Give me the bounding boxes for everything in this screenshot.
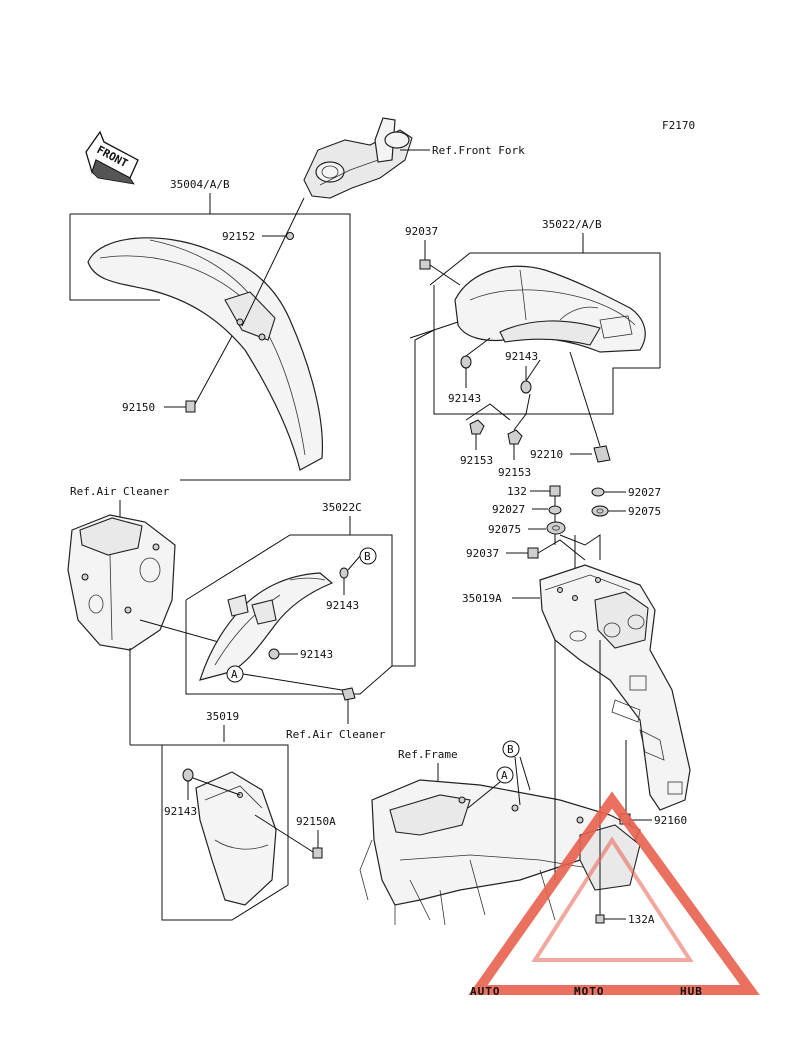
callout-B2: B <box>507 743 514 756</box>
callout-B2-icon <box>502 740 520 758</box>
rear-fender-bracket <box>539 564 691 811</box>
screw-92037b-icon <box>527 547 539 559</box>
bolt-132A-icon <box>595 900 605 924</box>
callout-A2: A <box>501 769 508 782</box>
grommet-92143b-icon <box>520 380 532 394</box>
part-92153a-label: 92153 <box>460 454 493 467</box>
ref-air-cleaner-2-label: Ref.Air Cleaner <box>286 728 386 741</box>
part-132A-label: 132A <box>628 913 655 926</box>
air-cleaner-box <box>67 514 176 651</box>
part-92037a-label: 92037 <box>405 225 438 238</box>
washer-92027a-icon <box>591 487 605 497</box>
front-fork-clamp <box>303 117 413 199</box>
grommet-92143c-icon <box>339 567 349 579</box>
bolt-92150A-icon <box>312 847 323 859</box>
callout-B1: B <box>364 550 371 563</box>
damper-92075a-icon <box>591 505 609 517</box>
clip-92210-icon <box>593 445 611 463</box>
part-92075a-label: 92075 <box>628 505 661 518</box>
bolt-92153a-icon <box>469 419 485 435</box>
ref-front-fork-label: Ref.Front Fork <box>432 144 525 157</box>
watermark-hub: HUB <box>680 985 703 998</box>
part-92143b-label: 92143 <box>505 350 538 363</box>
bolt-92150-icon <box>185 335 233 413</box>
watermark-logo-icon <box>468 791 760 995</box>
front-arrow-icon: FRONT <box>85 130 139 185</box>
part-92160-label: 92160 <box>654 814 687 827</box>
part-92143a-label: 92143 <box>448 392 481 405</box>
screw-92037a-icon <box>419 259 461 286</box>
rear-fender <box>454 265 646 353</box>
part-92143c-label: 92143 <box>326 599 359 612</box>
part-35004-label: 35004/A/B <box>170 178 230 191</box>
nut-92152-icon <box>286 232 294 240</box>
grommet-92143d-icon <box>268 648 280 660</box>
washer-92027b-icon <box>548 505 562 515</box>
part-35019A-label: 35019A <box>462 592 502 605</box>
part-132-label: 132 <box>507 485 527 498</box>
part-92152-label: 92152 <box>222 230 255 243</box>
part-92150-label: 92150 <box>122 401 155 414</box>
part-92150A-label: 92150A <box>296 815 336 828</box>
part-35019-label: 35019 <box>206 710 239 723</box>
bolt-air-cleaner-icon <box>341 687 356 724</box>
part-92075b-label: 92075 <box>488 523 521 536</box>
watermark-auto: AUTO <box>470 985 501 998</box>
part-92143d-label: 92143 <box>300 648 333 661</box>
part-92027a-label: 92027 <box>628 486 661 499</box>
ref-air-cleaner-1-label: Ref.Air Cleaner <box>70 485 170 498</box>
part-92143e-label: 92143 <box>164 805 197 818</box>
inner-fender <box>199 572 334 681</box>
part-92210-label: 92210 <box>530 448 563 461</box>
ref-frame-label: Ref.Frame <box>398 748 458 761</box>
part-92153b-label: 92153 <box>498 466 531 479</box>
part-35022C-label: 35022C <box>322 501 362 514</box>
callout-A2-icon <box>496 766 514 784</box>
watermark: AUTO MOTO HUB <box>470 985 703 998</box>
damper-92075b-icon <box>546 521 566 535</box>
bolt-132-icon <box>549 485 561 545</box>
part-92027b-label: 92027 <box>492 503 525 516</box>
side-cover <box>195 771 277 906</box>
grommet-92143a-icon <box>460 355 472 369</box>
callout-A1: A <box>231 668 238 681</box>
front-fender <box>87 237 324 471</box>
diagram-code: F2170 <box>662 119 695 132</box>
grommet-92143e-icon <box>182 768 194 782</box>
frame <box>359 779 641 926</box>
watermark-moto: MOTO <box>574 985 605 998</box>
part-35022-label: 35022/A/B <box>542 218 602 231</box>
bolt-92153b-icon <box>507 429 523 445</box>
part-92037b-label: 92037 <box>466 547 499 560</box>
